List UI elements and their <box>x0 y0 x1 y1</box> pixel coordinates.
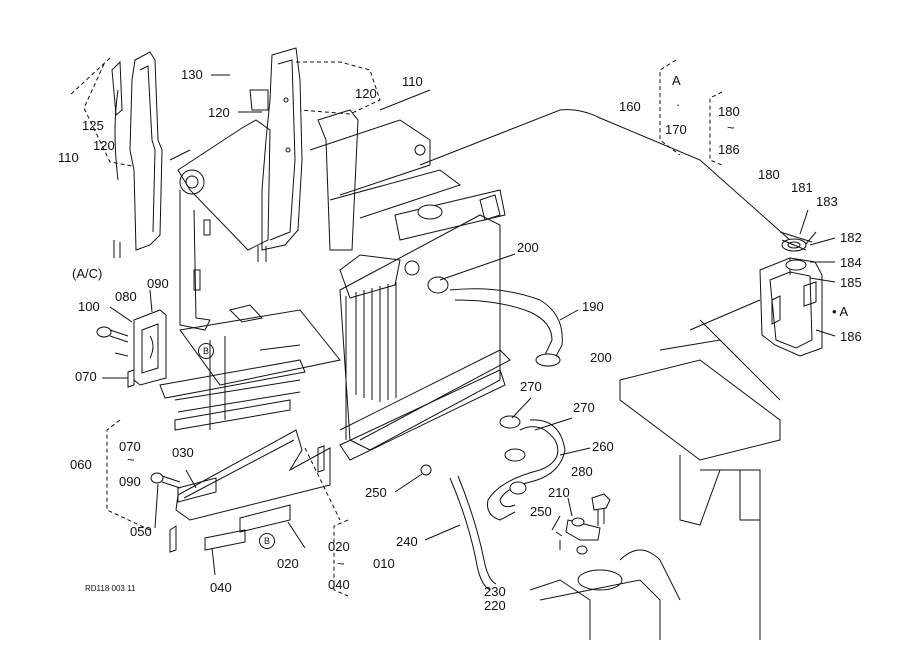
label-part-040: 040 <box>210 580 232 595</box>
label-part-060: 060 <box>70 457 92 472</box>
label-part-130: 130 <box>181 67 203 82</box>
label-part-110-left: 110 <box>58 150 79 165</box>
label-range-tilde-right: ~ <box>727 120 735 135</box>
bolt-100 <box>96 326 129 343</box>
label-part-230: 230 <box>484 584 506 599</box>
bolt-050 <box>150 472 181 489</box>
label-range-020: 020 <box>328 539 350 554</box>
label-ac-variant: (A/C) <box>72 266 103 281</box>
label-range-070: 070 <box>119 439 141 454</box>
frame-left <box>159 304 341 431</box>
label-part-020: 020 <box>277 556 299 571</box>
drain-cock-210 <box>555 517 601 555</box>
label-range-090: 090 <box>119 474 141 489</box>
callout-b-lower: B <box>259 533 275 549</box>
label-part-280: 280 <box>571 464 593 479</box>
label-part-070: 070 <box>75 369 97 384</box>
label-part-030: 030 <box>172 445 194 460</box>
label-part-010: 010 <box>373 556 395 571</box>
reference-box-160 <box>659 59 723 166</box>
label-range-040: 040 <box>328 577 350 592</box>
label-part-200-mid: 200 <box>590 350 612 365</box>
label-part-120-left: 120 <box>93 138 115 153</box>
label-range-180: 180 <box>718 104 740 119</box>
label-part-250-b: 250 <box>530 504 552 519</box>
label-range-tilde-bottom: ~ <box>337 556 345 571</box>
label-range-186: 186 <box>718 142 740 157</box>
label-part-100: 100 <box>78 299 100 314</box>
label-part-170: 170 <box>665 122 687 137</box>
radiator-core <box>339 189 511 461</box>
label-part-210: 210 <box>548 485 570 500</box>
reserve-tank-overflow-line <box>419 109 791 241</box>
bolt-280 <box>591 493 611 526</box>
reserve-tank-186 <box>759 231 823 357</box>
label-part-270-a: 270 <box>520 379 542 394</box>
label-part-186: 186 <box>840 329 862 344</box>
label-part-120-top: 120 <box>355 86 377 101</box>
leader-lines <box>102 74 836 597</box>
label-part-180: 180 <box>758 167 780 182</box>
label-part-240: 240 <box>396 534 418 549</box>
upper-hose-190 <box>427 276 563 367</box>
radiator-stay-bracket <box>169 119 271 331</box>
label-ref-a-tank: • A <box>832 304 849 319</box>
lower-hose-260 <box>487 415 566 521</box>
label-part-260: 260 <box>592 439 614 454</box>
drain-hose-240 <box>420 464 497 591</box>
drawing-code: RD118 003 11 <box>85 584 136 593</box>
label-part-080: 080 <box>115 289 137 304</box>
label-part-110-top: 110 <box>402 74 423 89</box>
label-part-270-b: 270 <box>573 400 595 415</box>
mounting-plate-080 <box>127 309 167 388</box>
label-part-125: 125 <box>82 118 104 133</box>
side-cover-panel-left <box>69 51 163 258</box>
label-part-220: 220 <box>484 598 506 613</box>
lower-cover-plate <box>169 429 331 553</box>
label-part-190: 190 <box>582 299 604 314</box>
label-part-181: 181 <box>791 180 813 195</box>
label-ref-a-top: A <box>672 73 681 88</box>
chassis-frame-right <box>529 299 781 640</box>
label-part-200-top: 200 <box>517 240 539 255</box>
side-cover-panel-center <box>249 47 381 262</box>
label-ref-a-dot: · <box>676 97 681 112</box>
label-part-160: 160 <box>619 99 641 114</box>
radiator-support-frame <box>309 89 462 251</box>
label-part-183: 183 <box>816 194 838 209</box>
label-range-tilde-left: ~ <box>127 452 135 467</box>
label-part-184: 184 <box>840 255 862 270</box>
label-part-050: 050 <box>130 524 152 539</box>
label-part-090: 090 <box>147 276 169 291</box>
label-part-250-a: 250 <box>365 485 387 500</box>
label-part-120-mid: 120 <box>208 105 230 120</box>
callout-b-upper: B <box>198 343 214 359</box>
label-part-185: 185 <box>840 275 862 290</box>
label-part-182: 182 <box>840 230 862 245</box>
